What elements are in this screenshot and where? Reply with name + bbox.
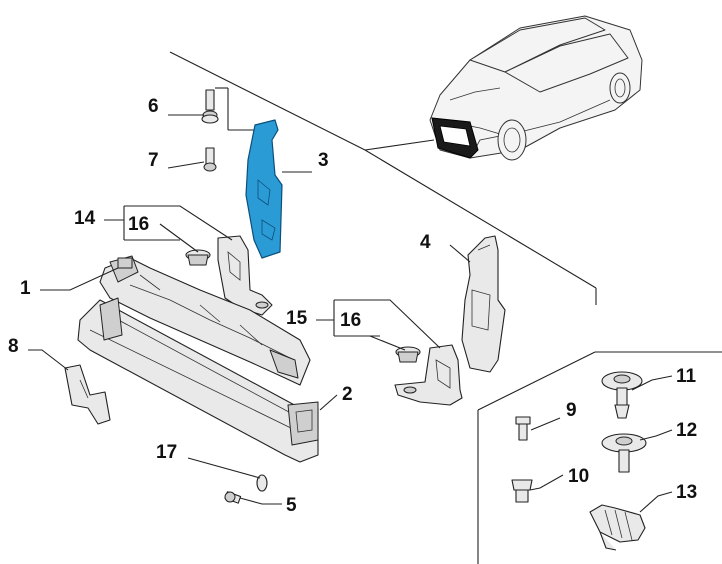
seal-17 bbox=[256, 474, 268, 492]
callout-15: 15 bbox=[286, 308, 308, 329]
callout-3: 3 bbox=[318, 150, 329, 171]
fastener-12 bbox=[601, 433, 647, 473]
callout-7: 7 bbox=[148, 150, 159, 171]
grommet-16b bbox=[395, 346, 421, 363]
callout-10: 10 bbox=[568, 466, 589, 487]
callout-11: 11 bbox=[676, 366, 697, 387]
callout-1: 1 bbox=[20, 278, 31, 299]
callout-16b: 16 bbox=[340, 310, 361, 331]
bolt-5 bbox=[224, 491, 242, 504]
bumper-beam-2 bbox=[77, 297, 319, 463]
side-bracket-14 bbox=[217, 235, 273, 316]
screw-7 bbox=[203, 147, 217, 172]
callout-labels: 1 2 3 4 5 6 7 8 9 10 11 12 13 14 15 16 1… bbox=[8, 96, 697, 516]
callout-13: 13 bbox=[676, 482, 697, 503]
callout-4: 4 bbox=[420, 232, 431, 253]
callout-5: 5 bbox=[286, 495, 297, 516]
bracket-8 bbox=[64, 364, 111, 425]
grommet-16a bbox=[185, 249, 211, 266]
guide-lines bbox=[169, 51, 722, 564]
leader-lines bbox=[28, 114, 673, 513]
fastener-10 bbox=[511, 479, 533, 503]
car-illustration bbox=[429, 15, 643, 161]
crossmember-1 bbox=[99, 255, 311, 386]
callout-12: 12 bbox=[676, 420, 697, 441]
callout-14: 14 bbox=[74, 208, 96, 229]
callout-16a: 16 bbox=[128, 214, 149, 235]
callout-8: 8 bbox=[8, 336, 19, 357]
callout-2: 2 bbox=[342, 384, 353, 405]
callout-17: 17 bbox=[156, 442, 177, 463]
fastener-11 bbox=[601, 371, 643, 419]
bracket-3-highlighted bbox=[245, 119, 283, 259]
screw-6 bbox=[201, 89, 219, 124]
clip-13 bbox=[589, 504, 646, 551]
side-bracket-15 bbox=[394, 344, 463, 406]
fastener-9 bbox=[515, 416, 531, 441]
callout-9: 9 bbox=[566, 400, 577, 421]
bracket-4 bbox=[461, 235, 506, 373]
callout-6: 6 bbox=[148, 96, 159, 117]
